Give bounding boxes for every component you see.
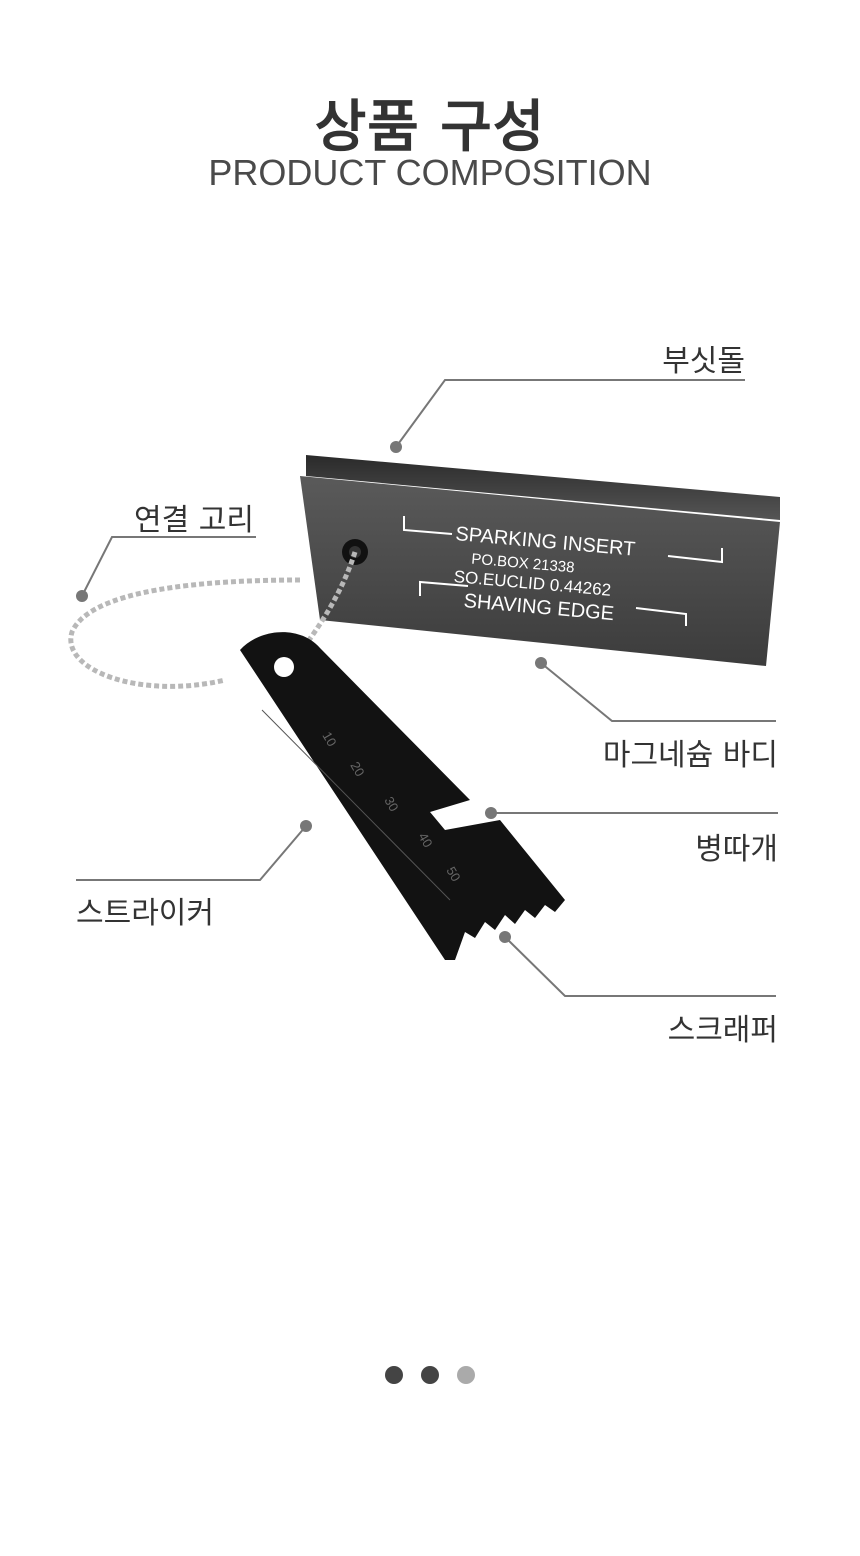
label-opener: 병따개 [695,832,778,867]
pagination-dot-3[interactable] [457,1366,475,1384]
ruler-tick-labels: 10 20 30 40 50 [319,729,463,884]
flint-rod [306,455,780,520]
ruler-tick-20: 20 [347,759,367,779]
leader-dot-ring [76,590,88,602]
ruler-tick-10: 10 [319,729,339,749]
plate-arrow-left-down [419,580,469,596]
leader-flint [395,379,745,448]
leader-dot-striker [300,820,312,832]
leader-dot-magnesium [535,657,547,669]
label-scraper: 스크래퍼 [667,1013,778,1048]
pagination-dots [0,1366,860,1384]
page-title: 상품 구성 [314,95,546,160]
pagination-dot-1[interactable] [385,1366,403,1384]
label-flint: 부싯돌 [662,344,745,379]
pagination-dot-2[interactable] [421,1366,439,1384]
ruler-tick-50: 50 [443,864,463,884]
ruler [261,709,451,901]
label-ring: 연결 고리 [134,503,254,538]
label-magnesium: 마그네슘 바디 [602,738,778,773]
plate-arrow-right-down [635,607,687,626]
plate-arrow-left-up [403,516,453,535]
plate-arrow-right-up [667,548,723,564]
leader-striker [76,825,307,881]
ruler-tick-30: 30 [381,794,401,814]
ball-chain [68,551,358,689]
leader-dot-scraper [499,931,511,943]
striker-body [240,632,565,960]
leader-ring [81,536,256,597]
leader-scraper [504,936,776,997]
magnesium-body [300,476,780,666]
ruler-tick-40: 40 [415,830,435,850]
page-subtitle: PRODUCT COMPOSITION [208,152,652,193]
leader-magnesium [540,662,776,722]
striker-hole [274,657,294,677]
label-striker: 스트라이커 [76,896,214,931]
leader-dot-opener [485,807,497,819]
leader-dot-flint [390,441,402,453]
